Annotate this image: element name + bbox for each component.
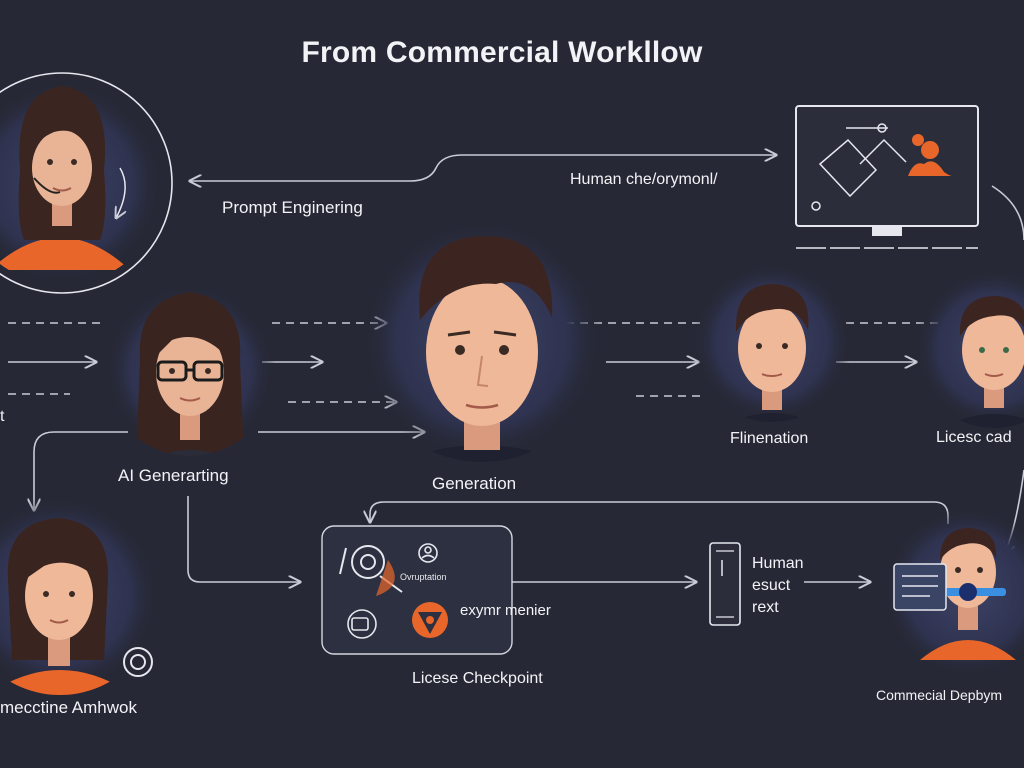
- label-license: Licesc cad: [936, 429, 1012, 446]
- label-checkpoint-small: Ovruptation: [400, 572, 447, 582]
- label-license-checkpoint: Licese Checkpoint: [412, 670, 543, 687]
- arrow-return-top: [370, 501, 949, 524]
- avatar-flinenation: [692, 262, 852, 422]
- arrow-monitor-down: [991, 185, 1024, 241]
- label-commercial-deployment: Commecial Depbym: [876, 687, 1003, 703]
- avatar-generation: [360, 218, 604, 462]
- person-icon: [418, 543, 438, 563]
- gear-icon: [339, 545, 385, 579]
- license-checkpoint-box: [321, 525, 513, 655]
- diagram-title: From Commercial Workllow: [301, 36, 703, 69]
- phone-icon: [709, 542, 741, 626]
- target-icon: [123, 647, 153, 677]
- label-exymr-menier: exymr menier: [460, 602, 551, 619]
- shield-icon: [412, 602, 448, 638]
- label-human: Human: [752, 555, 804, 572]
- avatar-prompt-engineer: [0, 72, 173, 294]
- label-esuct: esuct: [752, 577, 791, 594]
- avatar-machine-artwork: [0, 495, 160, 695]
- label-generation: Generation: [432, 474, 517, 493]
- label-prompt-engineering: Prompt Enginering: [222, 198, 363, 217]
- avatar-license: [914, 268, 1024, 428]
- label-human-choreography: Human che/orymonl/: [570, 171, 718, 188]
- arrow-down-to-checkpoint: [187, 496, 300, 582]
- lock-icon: [347, 609, 377, 639]
- avatar-ai-generating: [104, 284, 276, 456]
- label-machine-artwork: mecctine Amhwok: [0, 698, 137, 717]
- label-rext: rext: [752, 599, 779, 616]
- label-cut-left: t: [0, 408, 5, 425]
- arrow-to-monitor: [409, 155, 776, 182]
- arrow-loop-left: [34, 431, 128, 510]
- monitor-icon: [795, 105, 979, 249]
- label-flinenation: Flinenation: [730, 430, 809, 447]
- label-ai-generating: AI Generarting: [118, 466, 229, 485]
- document-icon: [893, 563, 947, 611]
- avatar-commercial-deploy: [882, 506, 1024, 678]
